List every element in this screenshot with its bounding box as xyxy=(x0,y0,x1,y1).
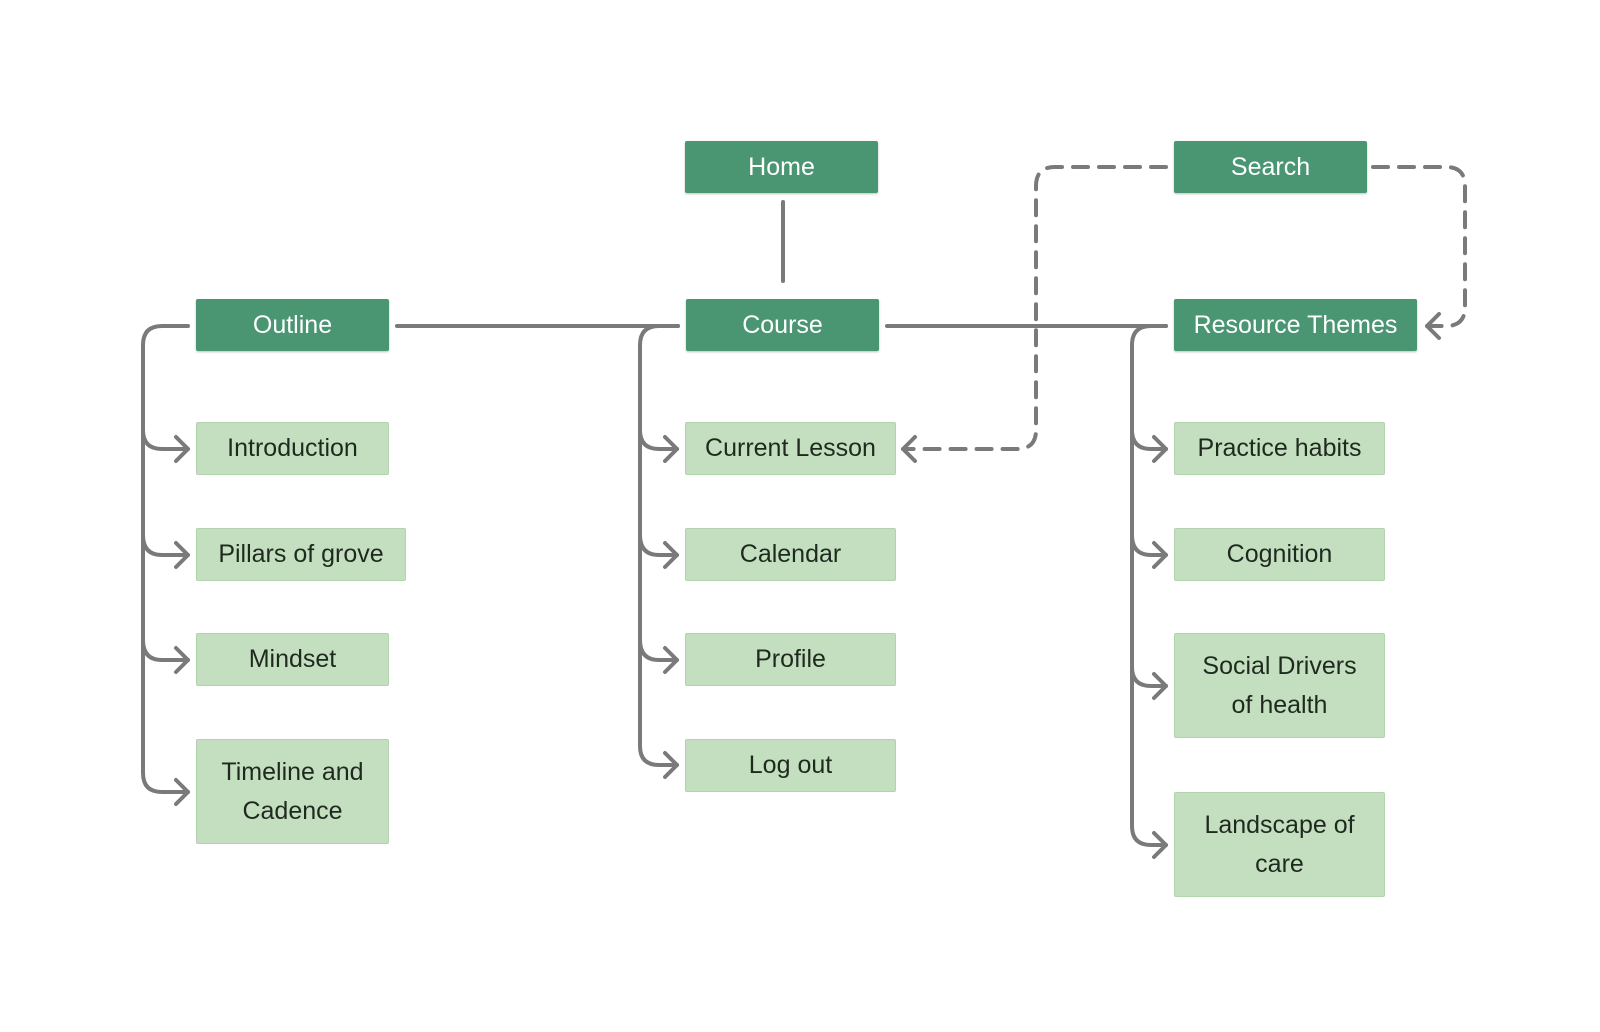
arrowhead-to-resource-themes xyxy=(1425,312,1441,340)
node-outline: Outline xyxy=(196,299,389,351)
edge-search-to-resource-themes xyxy=(1371,165,1467,328)
node-home: Home xyxy=(685,141,878,193)
node-social-drivers-of-health-label: Social Drivers of health xyxy=(1202,651,1357,719)
arrowheads-course xyxy=(663,435,679,779)
node-log-out: Log out xyxy=(685,739,896,792)
node-profile-label: Profile xyxy=(755,645,826,673)
edge-course-tree xyxy=(638,324,680,767)
node-current-lesson-label: Current Lesson xyxy=(705,434,876,462)
node-calendar: Calendar xyxy=(685,528,896,581)
node-profile: Profile xyxy=(685,633,896,686)
node-resource-themes: Resource Themes xyxy=(1174,299,1417,351)
node-pillars-of-grove: Pillars of grove xyxy=(196,528,406,581)
edge-resource-to-cognition xyxy=(1130,533,1168,557)
edge-course-to-profile xyxy=(638,638,679,662)
node-outline-label: Outline xyxy=(252,310,333,339)
node-pillars-of-grove-label: Pillars of grove xyxy=(218,540,384,568)
node-course-label: Course xyxy=(742,310,823,339)
node-course: Course xyxy=(686,299,879,351)
node-mindset: Mindset xyxy=(196,633,389,686)
edge-course-to-calendar xyxy=(638,533,679,557)
node-timeline-and-cadence: Timeline and Cadence xyxy=(196,739,389,844)
node-introduction: Introduction xyxy=(196,422,389,475)
node-resource-themes-label: Resource Themes xyxy=(1193,310,1398,339)
node-search: Search xyxy=(1174,141,1367,193)
node-cognition: Cognition xyxy=(1174,528,1385,581)
node-home-label: Home xyxy=(748,152,815,181)
node-practice-habits: Practice habits xyxy=(1174,422,1385,475)
node-landscape-of-care: Landscape of care xyxy=(1174,792,1385,897)
edge-search-to-current-lesson xyxy=(901,165,1168,451)
edge-resource-themes-tree xyxy=(1130,324,1168,847)
edge-resource-to-practice-habits xyxy=(1130,428,1168,451)
edge-outline-tree xyxy=(141,324,190,794)
node-landscape-of-care-label: Landscape of care xyxy=(1204,810,1355,878)
node-cognition-label: Cognition xyxy=(1226,540,1333,568)
node-calendar-label: Calendar xyxy=(739,540,842,568)
edge-outline-to-pillars xyxy=(141,533,190,557)
node-practice-habits-label: Practice habits xyxy=(1197,434,1362,462)
edge-resource-to-social-drivers xyxy=(1130,665,1168,688)
node-current-lesson: Current Lesson xyxy=(685,422,896,475)
node-log-out-label: Log out xyxy=(748,751,833,779)
arrowheads-resource xyxy=(1152,435,1168,859)
edge-course-to-current-lesson xyxy=(638,428,679,451)
node-introduction-label: Introduction xyxy=(227,434,358,462)
arrowheads-outline xyxy=(174,435,190,806)
edge-outline-to-mindset xyxy=(141,638,190,662)
edge-outline-to-introduction xyxy=(141,428,190,451)
arrowhead-to-current-lesson xyxy=(901,435,917,463)
node-mindset-label: Mindset xyxy=(248,645,337,673)
node-social-drivers-of-health: Social Drivers of health xyxy=(1174,633,1385,738)
node-timeline-and-cadence-label: Timeline and Cadence xyxy=(221,757,364,825)
node-search-label: Search xyxy=(1230,152,1311,181)
